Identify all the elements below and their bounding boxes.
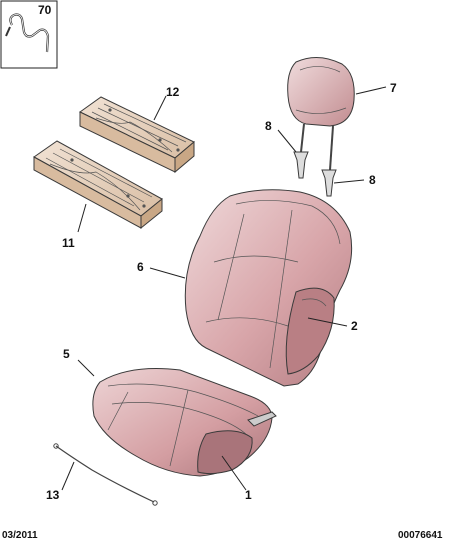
callout-8-upper: 8 [265, 119, 272, 133]
callout-11: 11 [62, 236, 75, 250]
callout-8-lower: 8 [369, 173, 376, 187]
callout-7: 7 [390, 81, 397, 95]
callout-6: 6 [137, 260, 144, 274]
footer-ref: 00076641 [398, 530, 443, 541]
part-11-box [33, 140, 163, 230]
callout-5: 5 [63, 347, 70, 361]
part-5-seat-cushion [92, 368, 277, 477]
callout-12: 12 [166, 85, 180, 99]
part-1-front [197, 430, 253, 475]
part-2-side [285, 287, 335, 375]
inset-70 [0, 0, 58, 69]
part-6-seat-back [184, 189, 353, 387]
part-7-headrest [287, 57, 355, 171]
callout-13: 13 [46, 488, 60, 502]
callout-1: 1 [245, 488, 252, 502]
part-12-box [79, 96, 195, 174]
callout-2: 2 [351, 319, 358, 333]
part-8-guides [293, 151, 337, 197]
leader-lines [61, 86, 387, 491]
footer-date: 03/2011 [2, 530, 38, 541]
part-13-wire [53, 443, 158, 506]
callout-70: 70 [38, 3, 52, 17]
